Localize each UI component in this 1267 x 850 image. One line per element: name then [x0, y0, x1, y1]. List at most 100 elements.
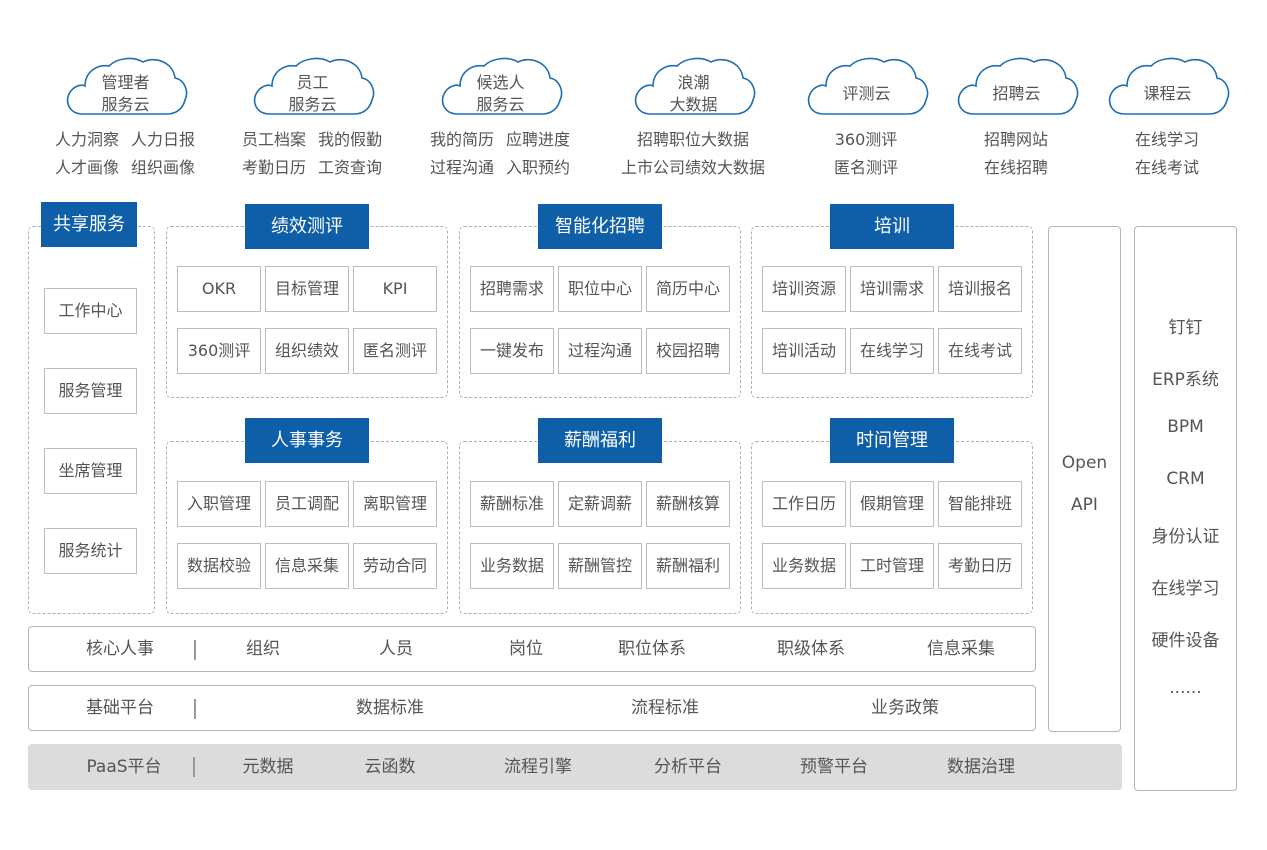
module-cell[interactable]: 业务数据 [470, 543, 554, 589]
core-hr-label: 核心人事 [86, 639, 154, 659]
integration-item: BPM [1167, 417, 1204, 437]
cloud-features: 在线学习在线考试 [1077, 126, 1257, 182]
module-cell[interactable]: 劳动合同 [353, 543, 437, 589]
module-cell[interactable]: 薪酬核算 [646, 481, 730, 527]
module-cell[interactable]: 薪酬标准 [470, 481, 554, 527]
module-cell[interactable]: 培训需求 [850, 266, 934, 312]
module-cell[interactable]: KPI [353, 266, 437, 312]
module-cell[interactable]: 假期管理 [850, 481, 934, 527]
feature-item: 过程沟通 [429, 158, 494, 177]
module-cell[interactable]: 组织绩效 [265, 328, 349, 374]
module-title: 时间管理 [830, 418, 954, 463]
module-cell[interactable]: 数据校验 [177, 543, 261, 589]
module-cell[interactable]: 培训活动 [762, 328, 846, 374]
cloud-title: 课程云 [1105, 83, 1230, 105]
open-api-line1: Open [1061, 453, 1108, 473]
module-cell[interactable]: 一键发布 [470, 328, 554, 374]
feature-item: 360测评 [834, 130, 898, 149]
feature-item: 应聘进度 [506, 130, 571, 149]
separator [193, 757, 195, 777]
module-cell[interactable]: 目标管理 [265, 266, 349, 312]
cloud-title: 候选人服务云 [438, 72, 563, 116]
feature-item: 组织画像 [131, 158, 196, 177]
cloud-title: 浪潮大数据 [631, 72, 756, 116]
module-title: 薪酬福利 [538, 418, 662, 463]
cloud-title-line: 浪潮 [677, 73, 710, 92]
module-cell[interactable]: 过程沟通 [558, 328, 642, 374]
feature-row: 在线考试 [1077, 154, 1257, 182]
cloud-title-line: 候选人 [476, 73, 525, 92]
module-cell[interactable]: 工作日历 [762, 481, 846, 527]
module-cell[interactable]: 工时管理 [850, 543, 934, 589]
module-cell[interactable]: 信息采集 [265, 543, 349, 589]
module-cell[interactable]: 培训报名 [938, 266, 1022, 312]
cloud-features: 招聘网站在线招聘 [926, 126, 1106, 182]
shared-service-item[interactable]: 坐席管理 [44, 448, 137, 494]
open-api-box: Open API [1048, 226, 1121, 732]
open-api-line2: API [1071, 495, 1098, 515]
feature-row: 考勤日历工资查询 [222, 154, 402, 182]
module-cell[interactable]: 校园招聘 [646, 328, 730, 374]
cloud-title: 员工服务云 [250, 72, 375, 116]
module-cell[interactable]: 在线考试 [938, 328, 1022, 374]
module-cell[interactable]: 薪酬管控 [558, 543, 642, 589]
paas-item: 数据治理 [947, 757, 1015, 777]
integration-item: CRM [1166, 469, 1205, 489]
module-cell[interactable]: 培训资源 [762, 266, 846, 312]
shared-service-item[interactable]: 服务统计 [44, 528, 137, 574]
module-cell[interactable]: 离职管理 [353, 481, 437, 527]
feature-row: 人力洞察人力日报 [35, 126, 215, 154]
module-cell[interactable]: 职位中心 [558, 266, 642, 312]
feature-item: 我的简历 [429, 130, 494, 149]
feature-item: 人力日报 [131, 130, 196, 149]
module-cell[interactable]: 薪酬福利 [646, 543, 730, 589]
module-title: 智能化招聘 [538, 204, 662, 249]
paas-item: 预警平台 [800, 757, 868, 777]
paas-item: 流程引擎 [504, 757, 572, 777]
cloud-title-line: 服务云 [288, 95, 337, 114]
cloud-features: 人力洞察人力日报人才画像组织画像 [35, 126, 215, 182]
paas-item: 分析平台 [654, 757, 722, 777]
module-cell[interactable]: OKR [177, 266, 261, 312]
feature-item: 人才画像 [54, 158, 119, 177]
integration-item: ...... [1169, 678, 1202, 698]
module-cell[interactable]: 员工调配 [265, 481, 349, 527]
shared-service-item[interactable]: 服务管理 [44, 368, 137, 414]
feature-item: 招聘网站 [983, 130, 1048, 149]
shared-services-title: 共享服务 [41, 202, 137, 247]
cloud-title-line: 招聘云 [992, 84, 1041, 103]
module-cell[interactable]: 简历中心 [646, 266, 730, 312]
module-cell[interactable]: 招聘需求 [470, 266, 554, 312]
module-title: 绩效测评 [245, 204, 369, 249]
cloud-features: 360测评匿名测评 [776, 126, 956, 182]
cloud-title-line: 大数据 [669, 95, 718, 114]
module-cell[interactable]: 在线学习 [850, 328, 934, 374]
integration-item: 钉钉 [1168, 318, 1203, 338]
cloud-icon: 评测云 [804, 56, 929, 118]
core-hr-bar: 核心人事 组织 人员 岗位 职位体系 职级体系 信息采集 [28, 626, 1036, 672]
module-cell[interactable]: 业务数据 [762, 543, 846, 589]
feature-row: 过程沟通入职预约 [410, 154, 590, 182]
shared-service-item[interactable]: 工作中心 [44, 288, 137, 334]
feature-row: 招聘网站 [926, 126, 1106, 154]
module-cell[interactable]: 智能排班 [938, 481, 1022, 527]
module-title: 培训 [830, 204, 954, 249]
feature-item: 在线学习 [1134, 130, 1199, 149]
paas-label: PaaS平台 [86, 757, 162, 777]
cloud-title-line: 课程云 [1143, 84, 1192, 103]
module-cell[interactable]: 定薪调薪 [558, 481, 642, 527]
module-cell[interactable]: 360测评 [177, 328, 261, 374]
cloud-features: 员工档案我的假勤考勤日历工资查询 [222, 126, 402, 182]
separator [194, 699, 196, 719]
base-platform-bar: 基础平台 数据标准 流程标准 业务政策 [28, 685, 1036, 731]
cloud-icon: 员工服务云 [250, 56, 375, 118]
module-cell[interactable]: 考勤日历 [938, 543, 1022, 589]
cloud-features: 招聘职位大数据上市公司绩效大数据 [603, 126, 783, 182]
feature-item: 上市公司绩效大数据 [620, 158, 765, 177]
feature-row: 人才画像组织画像 [35, 154, 215, 182]
module-cell[interactable]: 入职管理 [177, 481, 261, 527]
cloud-title-line: 服务云 [101, 95, 150, 114]
core-hr-item: 职级体系 [777, 639, 845, 659]
module-cell[interactable]: 匿名测评 [353, 328, 437, 374]
